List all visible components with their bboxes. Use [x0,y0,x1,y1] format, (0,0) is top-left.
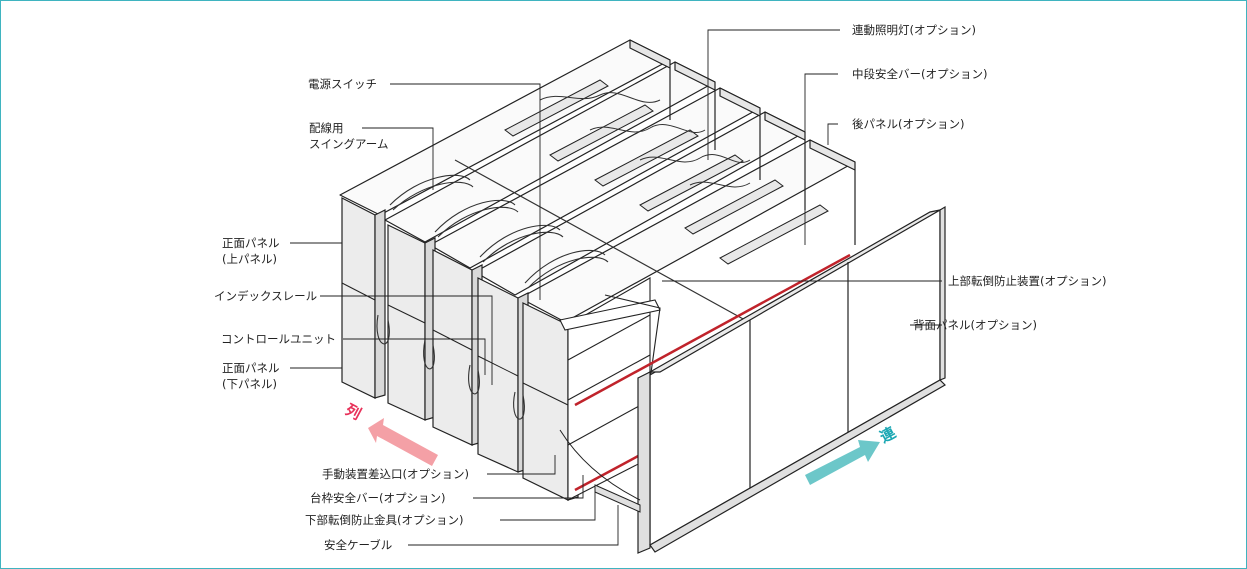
open-carriage [559,277,661,501]
label-manual-device-slot: 手動装置差込口(オプション) [322,467,469,481]
label-index-rail: インデックスレール [214,289,318,303]
back-panel-carriage [637,205,946,554]
red-safety-bars [574,253,851,492]
upper-anti-tip-rod [454,159,746,321]
label-wiring-arm-line2: スイングアーム [309,137,389,151]
label-linked-light: 連動照明灯(オプション) [852,23,976,37]
label-lower-anti-tip: 下部転倒防止金具(オプション) [305,513,464,527]
base-frame [559,429,641,513]
label-upper-anti-tip: 上部転倒防止装置(オプション) [948,274,1107,288]
label-front-panel-lower-line1: 正面パネル [222,361,280,375]
label-front-panel-lower-line2: (下パネル) [222,377,277,391]
label-back-panel: 背面パネル(オプション) [913,318,1037,332]
label-mid-safety-bar: 中段安全バー(オプション) [852,67,988,81]
label-wiring-arm-line1: 配線用 [309,121,344,135]
label-front-panel-upper-line2: (上パネル) [222,252,277,266]
label-base-safety-bar: 台枠安全バー(オプション) [310,491,446,505]
label-power-switch: 電源スイッチ [308,77,377,91]
swing-arms [376,174,609,420]
row-direction-arrow [368,418,438,466]
label-control-unit: コントロールユニット [221,332,336,346]
front-end-panels [341,197,579,501]
wiring-cables [539,92,751,188]
leader-lines [290,29,942,546]
label-front-panel-upper-line1: 正面パネル [222,236,280,250]
label-rear-panel: 後パネル(オプション) [852,117,965,131]
linked-direction-arrow [805,440,880,485]
label-safety-cable: 安全ケーブル [324,538,393,552]
